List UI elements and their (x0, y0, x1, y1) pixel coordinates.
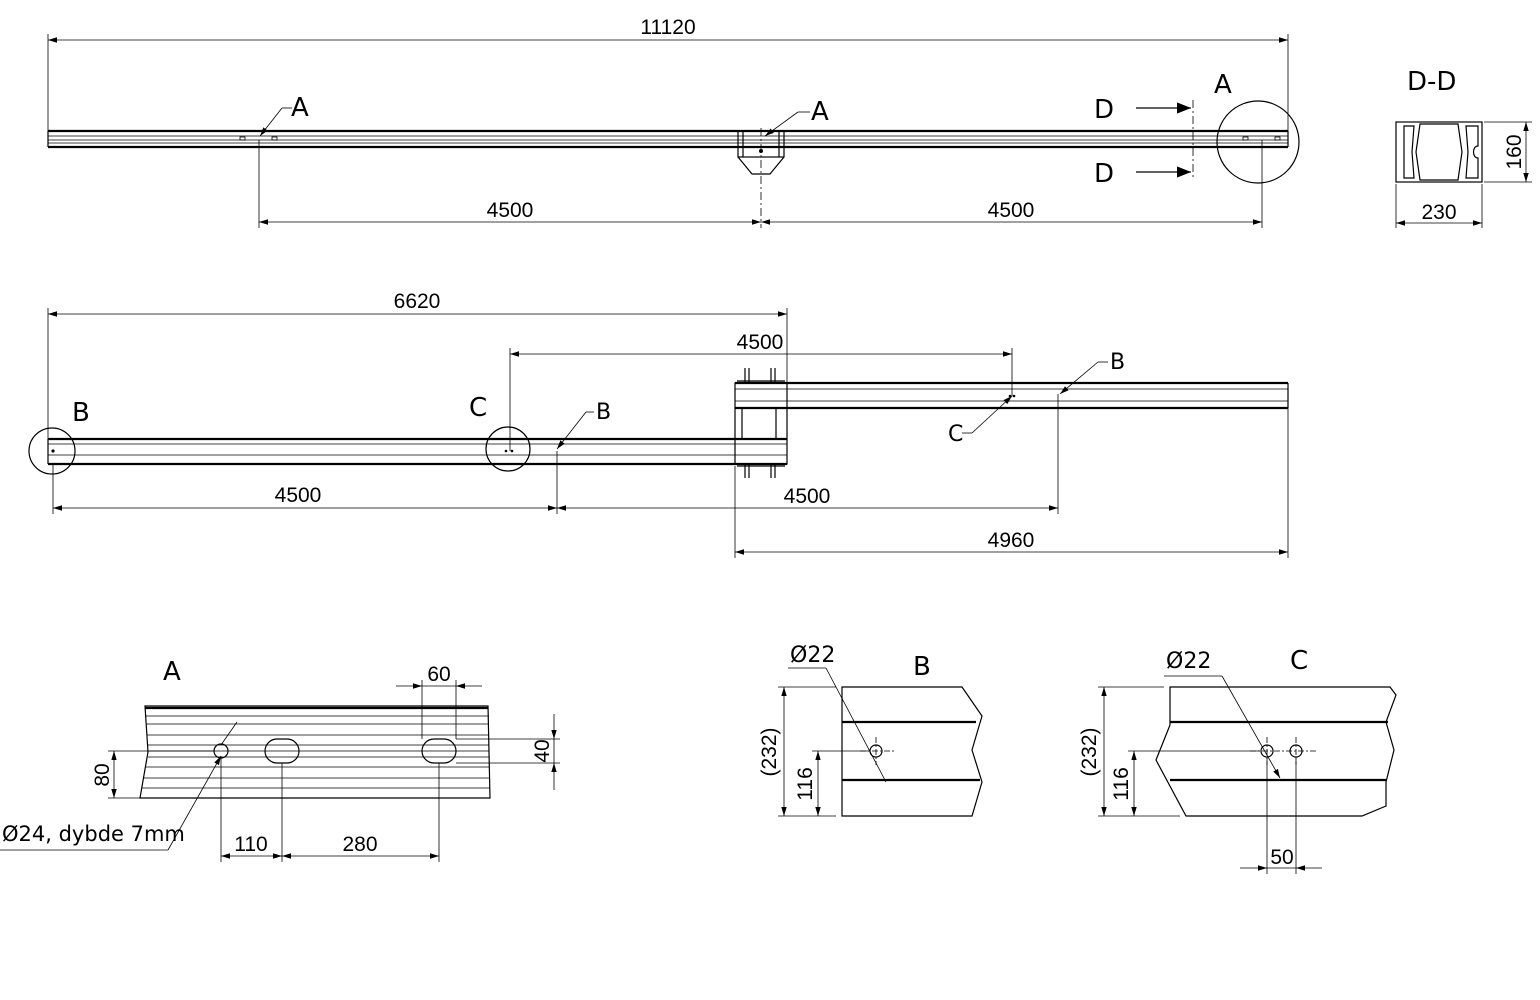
center-bracket (737, 128, 785, 228)
section-dd-height: 160 (1503, 134, 1526, 169)
ref-c-circle: C (469, 393, 487, 423)
detail-b-total-height: (232) (758, 727, 781, 776)
detail-c: C Ø22 (232) 116 50 (1078, 646, 1397, 874)
detail-c-title: C (1290, 646, 1308, 676)
detail-a-title: A (163, 657, 181, 687)
ref-a-left: A (291, 93, 309, 123)
dim-left-span: 4500 (487, 199, 534, 222)
section-dd-title: D-D (1407, 67, 1456, 97)
detail-b-circle (28, 427, 76, 475)
detail-a-offset-height: 80 (91, 763, 114, 786)
section-marker-bottom: D (1094, 159, 1114, 189)
dim-right-span: 4500 (988, 199, 1035, 222)
ref-b-circle: B (72, 398, 90, 428)
detail-b-hole: Ø22 (790, 643, 835, 668)
section-marker-top: D (1094, 95, 1114, 125)
section-dd: D-D 160 230 (1395, 67, 1532, 228)
ref-b-mid: B (596, 400, 611, 425)
detail-a-slot-height: 40 (531, 739, 554, 762)
detail-c-total-height: (232) (1078, 727, 1101, 776)
detail-c-hole-height: 116 (1110, 767, 1133, 800)
dim-lower-left-span: 4500 (275, 484, 322, 507)
top-beam (47, 129, 1289, 149)
detail-a-slot-width: 60 (427, 663, 450, 686)
dim-right-length: 4960 (988, 529, 1035, 552)
ref-c-right: C (948, 422, 963, 447)
detail-b-hole-height: 116 (794, 767, 817, 800)
detail-c-circle (485, 426, 531, 472)
detail-b: B Ø22 (232) 116 (758, 643, 983, 817)
dim-upper-span: 4500 (737, 331, 784, 354)
lower-beam (47, 437, 787, 466)
detail-a-hole-note: Ø24, dybde 7mm (2, 822, 185, 846)
dim-overall-length: 11120 (640, 16, 695, 39)
ref-a-mid: A (811, 97, 829, 127)
detail-a-spacing-1: 110 (234, 833, 267, 856)
upper-beam (735, 381, 1289, 410)
detail-a-spacing-2: 280 (342, 833, 377, 856)
detail-b-title: B (913, 652, 931, 682)
dim-side-overall: 6620 (394, 290, 441, 313)
dim-lower-mid-span: 4500 (784, 485, 831, 508)
ref-a-right: A (1214, 70, 1232, 100)
detail-c-hole-spacing: 50 (1270, 846, 1293, 869)
joint-clamp (734, 368, 788, 478)
ref-b-right: B (1110, 350, 1125, 375)
detail-a-circle (1216, 100, 1300, 184)
detail-c-hole: Ø22 (1166, 649, 1211, 674)
section-dd-width: 230 (1421, 201, 1456, 224)
top-view: 11120 4500 4500 A A A D D (47, 16, 1300, 228)
side-view: B C B B C 6620 4500 4500 4500 (28, 290, 1289, 558)
detail-a: A 60 40 80 (0, 657, 560, 862)
